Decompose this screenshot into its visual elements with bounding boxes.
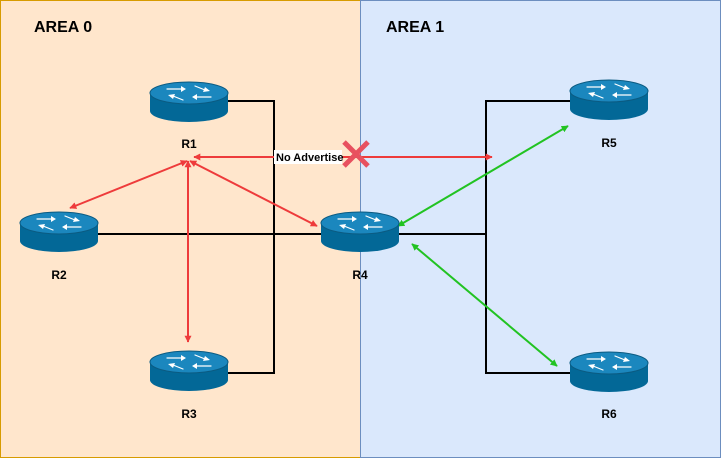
router-label: R1 bbox=[181, 137, 197, 151]
router-r6[interactable]: R6 bbox=[569, 351, 649, 421]
adjacency-r4-r6 bbox=[411, 243, 558, 367]
router-label: R3 bbox=[181, 407, 197, 421]
router-label: R5 bbox=[601, 136, 617, 150]
router-r1[interactable]: R1 bbox=[149, 81, 229, 151]
router-label: R6 bbox=[601, 407, 617, 421]
x-mark-icon bbox=[342, 140, 370, 168]
link-r5-r6 bbox=[485, 100, 571, 374]
area-1-title: AREA 1 bbox=[386, 19, 444, 36]
router-r5[interactable]: R5 bbox=[569, 79, 649, 150]
router-label: R2 bbox=[51, 268, 67, 282]
no-advertise-note: No Advertise bbox=[274, 140, 370, 168]
link-r1-r3 bbox=[228, 100, 275, 374]
router-label: R4 bbox=[352, 268, 368, 282]
router-icon bbox=[569, 79, 649, 121]
physical-links bbox=[98, 100, 571, 374]
router-icon bbox=[569, 351, 649, 393]
router-r3[interactable]: R3 bbox=[149, 350, 229, 421]
area-1-adjacencies bbox=[397, 125, 569, 367]
no-advertise-label: No Advertise bbox=[276, 152, 343, 164]
adjacency-r1-r2 bbox=[69, 160, 188, 209]
router-r4[interactable]: R4 bbox=[320, 211, 400, 282]
area-1: AREA 1 bbox=[360, 0, 721, 458]
router-icon bbox=[320, 211, 400, 253]
router-icon bbox=[19, 211, 99, 253]
adjacency-r1-r4 bbox=[189, 160, 318, 227]
router-r2[interactable]: R2 bbox=[19, 211, 99, 282]
router-icon bbox=[149, 81, 229, 123]
router-icon bbox=[149, 350, 229, 392]
adjacency-r4-r5 bbox=[397, 125, 569, 227]
area-0-title: AREA 0 bbox=[34, 19, 92, 36]
